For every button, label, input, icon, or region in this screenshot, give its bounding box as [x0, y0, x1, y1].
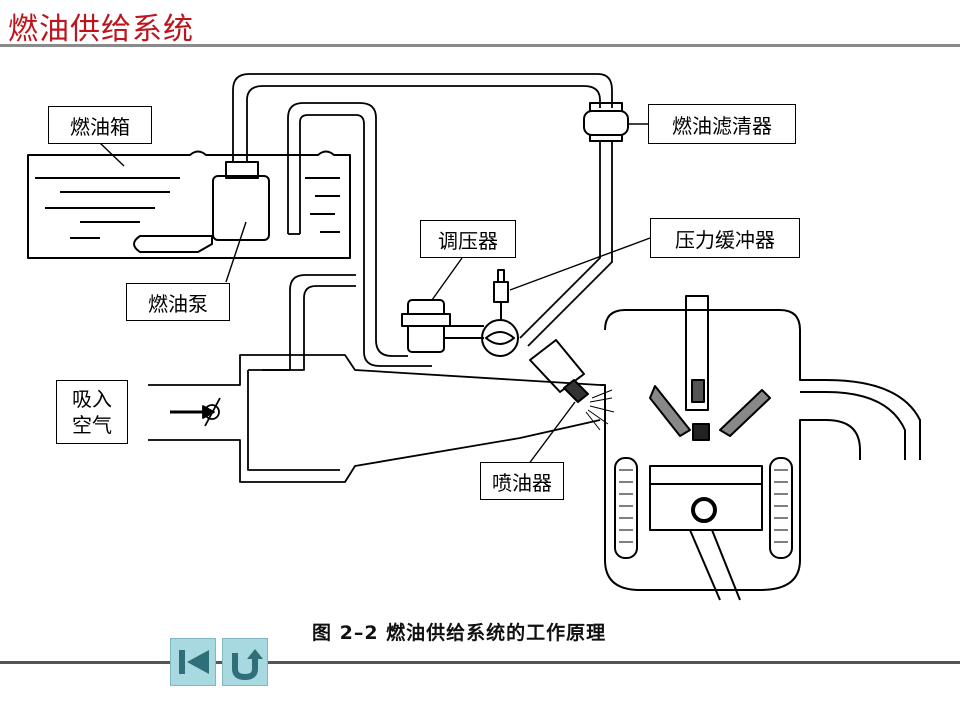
injector-body [529, 339, 615, 431]
fuel-pump [133, 161, 270, 253]
return-button[interactable] [222, 638, 268, 686]
label-fuel-tank: 燃油箱 [48, 106, 152, 144]
label-fuel-pump: 燃油泵 [126, 283, 230, 321]
fuel-return-line [287, 102, 432, 367]
label-fuel-filter: 燃油滤清器 [648, 104, 796, 144]
figure-caption: 图 2–2 燃油供给系统的工作原理 [312, 622, 607, 644]
label-intake-air-line2: 空气 [72, 413, 112, 437]
label-injector: 喷油器 [480, 462, 564, 500]
bottom-divider [0, 661, 960, 664]
fuel-filter [583, 102, 629, 142]
label-intake-air: 吸入 空气 [56, 380, 128, 444]
prev-button[interactable] [170, 638, 216, 686]
fuel-tank [27, 150, 351, 259]
return-icon [232, 649, 263, 681]
fuel-supply-line [232, 73, 613, 347]
pressure-regulator [401, 299, 484, 353]
label-leaders [99, 123, 651, 466]
pressure-damper [481, 269, 519, 357]
skip-back-icon [179, 650, 209, 674]
intake-manifold [148, 274, 601, 483]
engine-cylinder [600, 295, 921, 601]
top-divider [0, 44, 960, 47]
label-pressure-regulator: 调压器 [420, 220, 516, 258]
label-pressure-damper: 压力缓冲器 [650, 218, 800, 258]
page-title: 燃油供给系统 [8, 12, 194, 47]
label-intake-air-line1: 吸入 [72, 387, 112, 411]
